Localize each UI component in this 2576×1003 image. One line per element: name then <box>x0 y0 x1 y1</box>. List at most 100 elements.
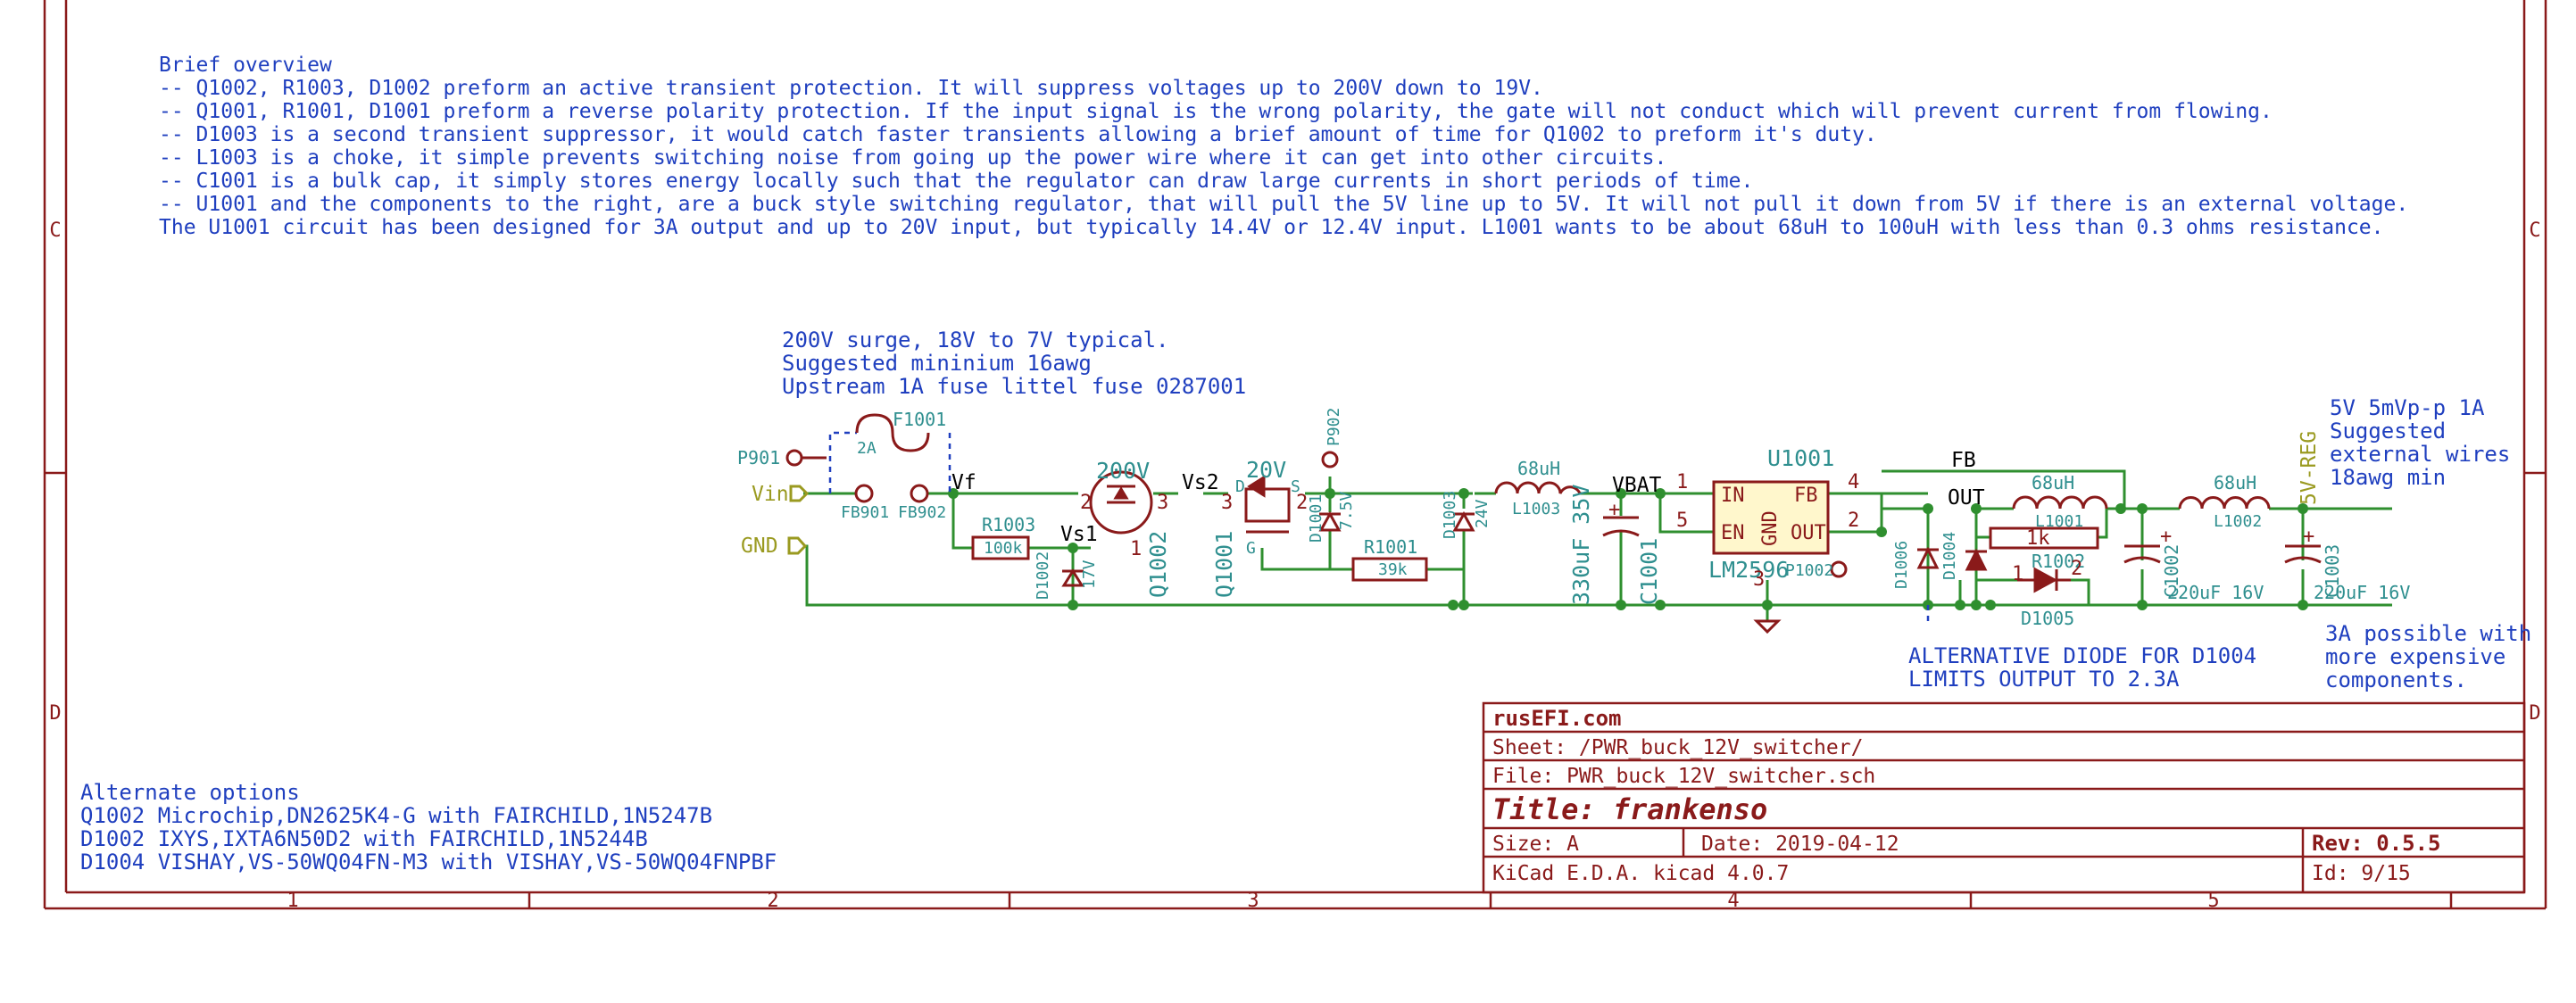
l1001-inductor: 68uH L1001 <box>2012 472 2108 531</box>
junction-dot <box>1458 600 1469 610</box>
u1001-pin-out: OUT <box>1791 522 1826 544</box>
fb902-label: FB902 <box>898 503 946 522</box>
titleblock-rev: Rev: 0.5.5 <box>2312 831 2441 856</box>
p1002-testpoint <box>1830 560 1848 578</box>
output-note-line: Suggested <box>2330 419 2446 443</box>
fb901-label: FB901 <box>841 503 889 522</box>
junction-dot <box>2137 503 2148 514</box>
p901-testpoint: P901 <box>737 447 827 468</box>
vf-net-label: Vf <box>951 471 976 494</box>
r1003-resistor: R1003 100k <box>971 514 1035 560</box>
q1002-pin1: 1 <box>1130 538 1142 560</box>
three-amp-note: 3A possible with <box>2325 621 2531 646</box>
c1001-capacitor: + 330uF 35V C1001 <box>1568 485 1662 605</box>
overview-heading: Brief overview <box>159 54 332 77</box>
vbat-net-label: VBAT <box>1612 474 1662 497</box>
c1001-plus: + <box>1608 499 1620 521</box>
junction-dot <box>1325 488 1335 499</box>
titleblock-tool: KiCad E.D.A. kicad 4.0.7 <box>1492 862 1789 885</box>
d1001-label: D1001 <box>1307 494 1325 543</box>
p902-testpoint: P902 <box>1321 408 1343 468</box>
d1004-label: D1004 <box>1940 532 1959 580</box>
junction-dot <box>1971 503 1982 514</box>
gnd-label: GND <box>741 535 778 558</box>
c1001-label: C1001 <box>1636 538 1662 605</box>
brief-overview-note: Brief overview -- Q1002, R1003, D1002 pr… <box>159 54 2408 239</box>
u1001-pin2: 2 <box>1848 510 1859 532</box>
titleblock-title: Title: frankenso <box>1492 792 1767 826</box>
titleblock-company: rusEFI.com <box>1492 706 1622 731</box>
u1001-pin-en: EN <box>1721 522 1745 544</box>
u1001-pin-gnd: GND <box>1759 510 1782 546</box>
surge-note-line: Upstream 1A fuse littel fuse 0287001 <box>782 374 1246 399</box>
titleblock-id: Id: 9/15 <box>2312 862 2411 885</box>
titleblock-file: File: PWR_buck_12V_switcher.sch <box>1492 765 1875 788</box>
out-net-label: OUT <box>1948 486 1985 510</box>
junction-dot <box>1762 600 1773 610</box>
l1002-inductor: 68uH L1002 <box>2178 472 2271 531</box>
q1001-pin-d: D <box>1235 477 1245 496</box>
q1002-mosfet: 200V Q1002 2 3 1 <box>1080 458 1171 598</box>
d1004-diode: D1004 <box>1940 532 1988 580</box>
d1002-label: D1002 <box>1034 551 1052 600</box>
junction-dot <box>1955 600 1965 610</box>
zone-row-c-left: C <box>49 220 61 242</box>
junction-dot <box>1876 526 1887 537</box>
junction-dot <box>1923 503 1933 514</box>
overview-line: -- U1001 and the components to the right… <box>159 193 2408 216</box>
overview-line: -- C1001 is a bulk cap, it simply stores… <box>159 170 1753 193</box>
vin-label: Vin <box>752 483 789 506</box>
l1003-label: L1003 <box>1512 500 1560 518</box>
vs1-net-label: Vs1 <box>1060 523 1098 546</box>
r1003-label: R1003 <box>982 514 1035 535</box>
junction-dot <box>1616 488 1626 499</box>
l1001-value: 68uH <box>2032 472 2074 493</box>
overview-line: -- Q1001, R1001, D1001 preform a reverse… <box>159 100 2273 123</box>
surge-note: 200V surge, 18V to 7V typical. Suggested… <box>782 327 1246 399</box>
d1003-tvs: D1003 24V <box>1441 491 1492 539</box>
titleblock-sheet: Sheet: /PWR_buck_12V_switcher/ <box>1492 736 1863 759</box>
p1002-label: P1002 <box>1785 561 1833 580</box>
u1001-pin4: 4 <box>1848 471 1859 493</box>
r1001-label: R1001 <box>1364 536 1417 558</box>
5v-reg-label: 5V-REG <box>2298 431 2321 505</box>
overview-line: -- L1003 is a choke, it simple prevents … <box>159 146 1666 170</box>
c1002-value: 220uF 16V <box>2167 582 2264 603</box>
junction-dot <box>1448 600 1458 610</box>
q1001-pin3: 3 <box>1221 492 1233 514</box>
junction-dots <box>948 488 2308 610</box>
alternate-options-note: Alternate options Q1002 Microchip,DN2625… <box>80 780 777 875</box>
c1002-capacitor: + C1002 220uF 16V <box>2123 526 2264 603</box>
output-note-line: external wires <box>2330 442 2510 467</box>
output-note-line: 18awg min <box>2330 465 2446 490</box>
alternate-options-line: D1004 VISHAY,VS-50WQ04FN-M3 with VISHAY,… <box>80 850 777 875</box>
l1003-value: 68uH <box>1517 458 1560 479</box>
titleblock-date: Date: 2019-04-12 <box>1701 833 1899 856</box>
u1001-pin3: 3 <box>1753 568 1765 591</box>
zone-col-2: 2 <box>767 890 778 912</box>
zone-row-c-right: C <box>2529 220 2540 242</box>
c1002-plus: + <box>2160 526 2172 548</box>
junction-dot <box>2115 503 2126 514</box>
d1005-pin2: 2 <box>2071 558 2082 580</box>
u1001-part: LM2596 <box>1708 557 1789 583</box>
f1001-value: 2A <box>857 439 877 458</box>
q1002-pin3: 3 <box>1157 492 1168 514</box>
r1001-value: 39k <box>1378 560 1408 579</box>
c1002-label: C1002 <box>2161 544 2182 598</box>
junction-dot <box>2298 600 2308 610</box>
surge-note-line: Suggested mininium 16awg <box>782 351 1092 376</box>
d1005-led: 1 2 D1005 <box>2012 558 2082 629</box>
r1002-resistor: 1k R1002 <box>1989 526 2099 572</box>
l1001-label: L1001 <box>2035 512 2083 531</box>
surge-note-line: 200V surge, 18V to 7V typical. <box>782 327 1168 352</box>
junction-dot <box>2298 503 2308 514</box>
l1003-inductor: 68uH L1003 <box>1494 458 1582 518</box>
alternate-options-line: D1002 IXYS,IXTA6N50D2 with FAIRCHILD,1N5… <box>80 826 648 851</box>
alt-diode-note: ALTERNATIVE DIODE FOR D1004 <box>1908 643 2256 668</box>
junction-dot <box>1068 543 1078 553</box>
junction-dot <box>1068 600 1078 610</box>
d1005-pin1: 1 <box>2012 563 2023 585</box>
q1001-pin-g: G <box>1246 539 1256 558</box>
